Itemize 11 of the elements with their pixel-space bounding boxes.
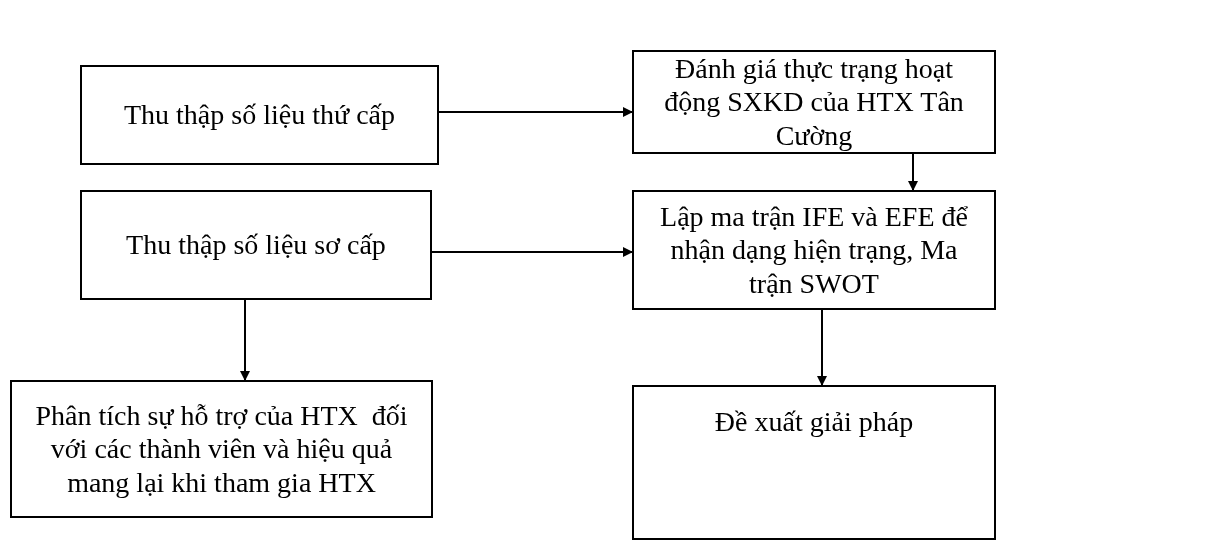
arrow (817, 309, 827, 386)
process-box: Thu thập số liệu thứ cấp (80, 65, 439, 165)
process-box: Lập ma trận IFE và EFE để nhận dạng hiện trạng, Ma trận SWOT (632, 190, 996, 310)
arrow (240, 299, 250, 381)
process-box: Phân tích sự hỗ trợ của HTX đối với các thành viên và hiệu quả mang lại khi tham gia HTX (10, 380, 433, 518)
process-box: Thu thập số liệu sơ cấp (80, 190, 432, 300)
arrow (431, 247, 633, 257)
process-box: Đánh giá thực trạng hoạt động SXKD của HTX Tân Cường (632, 50, 996, 154)
process-box: Đề xuất giải pháp (632, 385, 996, 540)
arrow (438, 107, 633, 117)
arrow (908, 153, 918, 191)
